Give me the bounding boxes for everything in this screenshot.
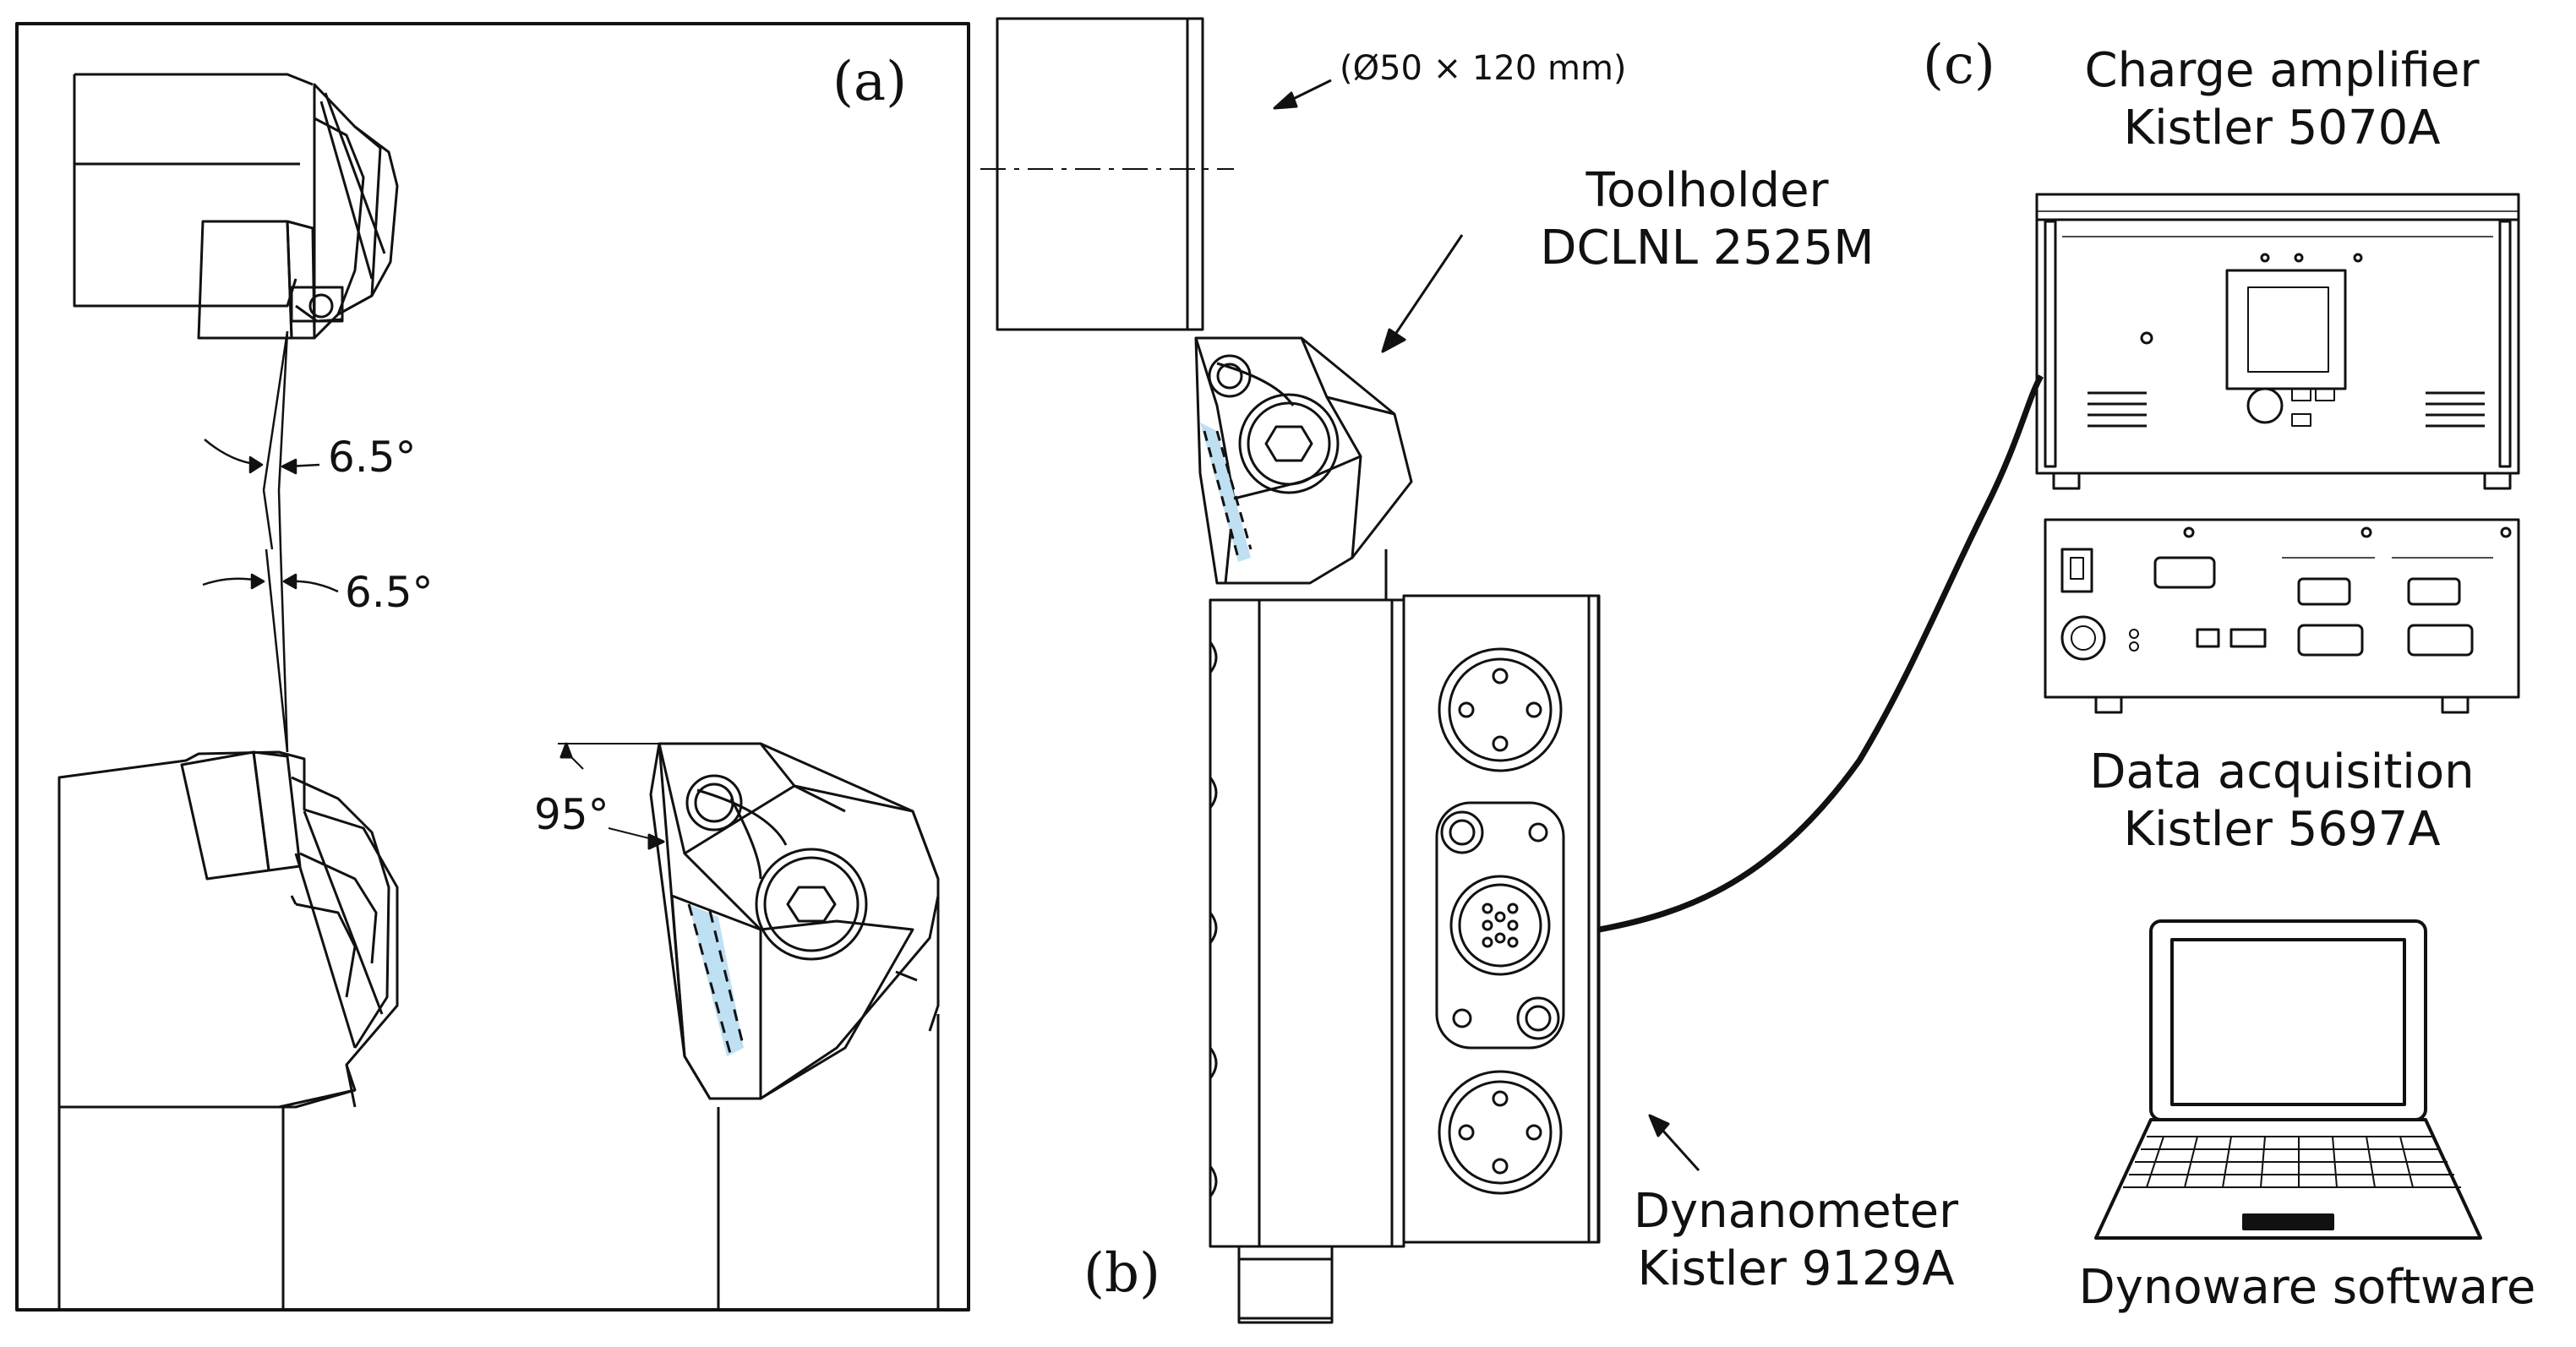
dynamometer-label-line2: Kistler 9129A <box>1637 1241 1955 1296</box>
toolholder-bottom-view <box>57 750 399 1310</box>
panel-c-letter: (c) <box>1923 34 1995 96</box>
dynamometer-arrow <box>1648 1114 1700 1172</box>
charge-amplifier <box>2035 193 2520 490</box>
workpiece <box>980 17 1234 331</box>
panel-b-letter: (b) <box>1083 1242 1160 1305</box>
amplifier-label-line1: Charge amplifier <box>2084 43 2480 98</box>
dynamometer <box>1209 594 1601 1324</box>
toolholder-front-view <box>558 742 940 1310</box>
angle-6-5-lower <box>202 548 339 753</box>
dynamometer-label-line1: Dynanometer <box>1633 1184 1959 1239</box>
panel-a-letter: (a) <box>832 51 908 113</box>
toolholder-b <box>1194 336 1413 600</box>
software-label: Dynoware software <box>2078 1260 2536 1315</box>
angle-label-lower: 6.5° <box>345 568 434 617</box>
signal-cable <box>1598 374 2044 933</box>
angle-label-upper: 6.5° <box>328 433 417 482</box>
laptop <box>2094 919 2482 1240</box>
amplifier-label-line2: Kistler 5070A <box>2123 101 2441 155</box>
toolholder-label-line1: Toolholder <box>1585 163 1829 218</box>
workpiece-dimension-label: (Ø50 × 120 mm) <box>1340 49 1627 88</box>
panel-a-frame <box>15 22 970 1312</box>
daq-unit <box>2044 518 2520 714</box>
angle-6-5-upper <box>204 330 320 550</box>
angle-label-lead: 95° <box>534 790 609 839</box>
daq-label-line2: Kistler 5697A <box>2123 802 2441 857</box>
daq-label-line1: Data acquisition <box>2089 744 2475 799</box>
toolholder-arrow <box>1381 234 1464 353</box>
toolholder-label-line2: DCLNL 2525M <box>1540 221 1875 275</box>
dynamometer-label: Dynanometer Kistler 9129A <box>1610 1183 1982 1298</box>
daq-label: Data acquisition Kistler 5697A <box>2045 744 2519 859</box>
workpiece-arrow <box>1273 79 1332 110</box>
toolholder-label: Toolholder DCLNL 2525M <box>1513 162 1902 277</box>
amplifier-label: Charge amplifier Kistler 5070A <box>2045 42 2519 157</box>
toolholder-top-view <box>73 73 399 340</box>
